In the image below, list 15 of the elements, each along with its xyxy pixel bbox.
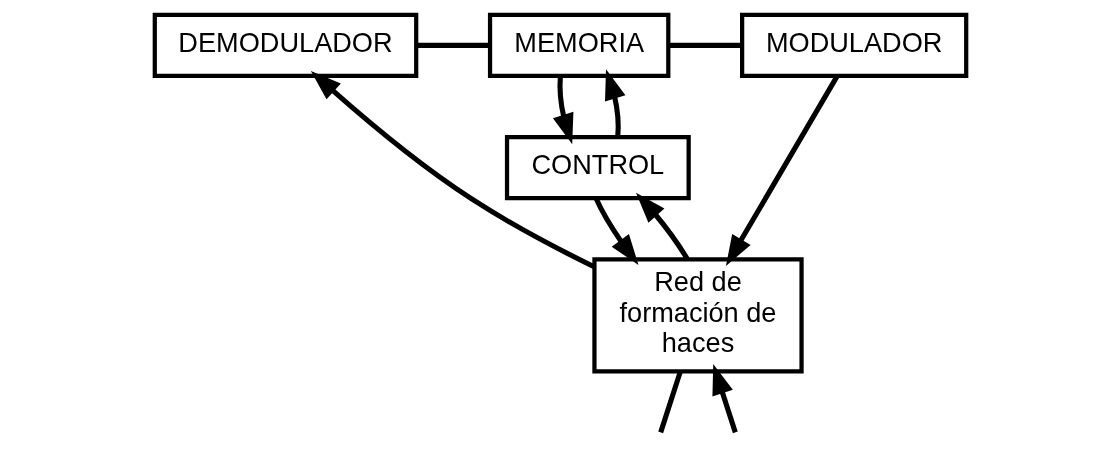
node-box: CONTROL bbox=[504, 134, 691, 201]
arrow bbox=[725, 74, 839, 266]
arrow bbox=[711, 364, 738, 434]
node-box: MEMORIA bbox=[487, 12, 670, 79]
arrow bbox=[310, 70, 595, 269]
connector bbox=[657, 370, 683, 434]
arrow bbox=[635, 192, 689, 261]
arrow bbox=[604, 69, 625, 138]
arrow bbox=[593, 197, 638, 265]
connector bbox=[667, 42, 742, 48]
arrow bbox=[552, 76, 573, 145]
node-box: Red de formación de haces bbox=[591, 257, 804, 374]
connector bbox=[415, 42, 489, 48]
node-box: DEMODULADOR bbox=[152, 12, 418, 79]
node-box: MODULADOR bbox=[739, 12, 968, 79]
